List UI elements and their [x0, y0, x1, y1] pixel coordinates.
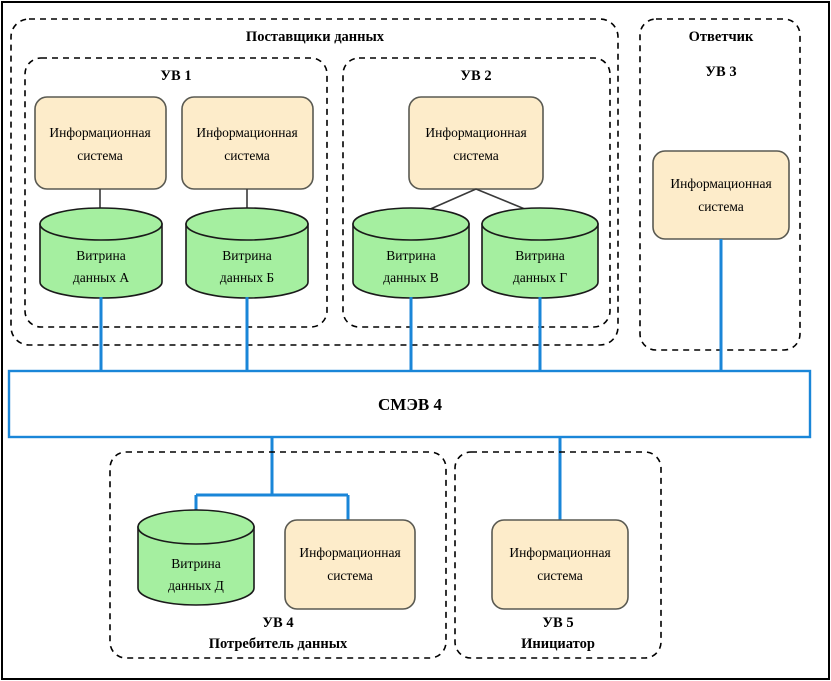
group-providers [10, 18, 619, 346]
node-is-uv2-line1: Информационная [425, 125, 526, 140]
store-dm-v-line1: Витрина [386, 248, 436, 263]
group-uv4-label-line1: УВ 4 [262, 615, 293, 631]
store-dm-d-top [137, 509, 255, 545]
store-dm-a-line1: Витрина [76, 248, 126, 263]
store-dm-b-body [185, 223, 309, 299]
node-is-uv3[interactable] [652, 150, 790, 240]
store-dm-d[interactable]: Витрина данных Д [137, 509, 255, 606]
store-dm-d-line1: Витрина [171, 556, 221, 571]
node-is-uv1-b[interactable] [181, 96, 314, 190]
node-is-uv2-line2: система [453, 148, 499, 163]
node-is-uv1-a[interactable] [34, 96, 167, 190]
bus-smev4-label: СМЭВ 4 [378, 395, 442, 414]
group-uv5-label-line1: УВ 5 [542, 615, 573, 631]
bus-smev4[interactable] [7, 369, 812, 439]
node-is-uv5-line1: Информационная [509, 545, 610, 560]
node-is-uv1-b-line1: Информационная [196, 125, 297, 140]
group-uv2 [342, 57, 611, 328]
group-uv5 [454, 451, 662, 659]
node-is-uv5[interactable] [491, 519, 629, 610]
store-dm-a-line2: данных А [73, 270, 130, 285]
store-dm-g[interactable]: Витрина данных Г [481, 207, 599, 299]
store-dm-g-top [481, 207, 599, 241]
store-dm-d-line2: данных Д [168, 578, 224, 593]
node-is-uv3-line2: система [698, 199, 744, 214]
node-is-uv4-line1: Информационная [299, 545, 400, 560]
store-dm-a-body [39, 223, 163, 299]
node-is-uv4[interactable] [284, 519, 416, 610]
node-is-uv1-b-line2: система [224, 148, 270, 163]
store-dm-g-body [481, 223, 599, 299]
store-dm-v-line2: данных В [383, 270, 439, 285]
store-dm-d-body [137, 526, 255, 606]
node-is-uv1-a-line1: Информационная [49, 125, 150, 140]
group-uv1-label: УВ 1 [160, 68, 191, 84]
node-is-uv4-line2: система [327, 568, 373, 583]
store-dm-b[interactable]: Витрина данных Б [185, 207, 309, 299]
store-dm-a-top [39, 207, 163, 241]
node-is-uv5-line2: система [537, 568, 583, 583]
store-dm-g-line2: данных Г [513, 270, 568, 285]
store-dm-b-line1: Витрина [222, 248, 272, 263]
store-dm-b-line2: данных Б [220, 270, 274, 285]
store-dm-v-body [352, 223, 470, 299]
node-is-uv1-a-line2: система [77, 148, 123, 163]
group-providers-label: Поставщики данных [246, 29, 385, 45]
group-uv2-label: УВ 2 [460, 68, 491, 84]
node-is-uv3-line1: Информационная [670, 176, 771, 191]
group-uv4-label-line2: Потребитель данных [209, 636, 348, 652]
store-dm-b-top [185, 207, 309, 241]
store-dm-g-line1: Витрина [515, 248, 565, 263]
node-is-uv2[interactable] [408, 96, 544, 190]
group-responder-label: Ответчик [689, 29, 754, 45]
group-uv5-label-line2: Инициатор [521, 636, 595, 652]
group-uv1 [24, 57, 328, 328]
store-dm-v[interactable]: Витрина данных В [352, 207, 470, 299]
group-uv3-label: УВ 3 [705, 64, 736, 80]
store-dm-v-top [352, 207, 470, 241]
store-dm-a[interactable]: Витрина данных А [39, 207, 163, 299]
